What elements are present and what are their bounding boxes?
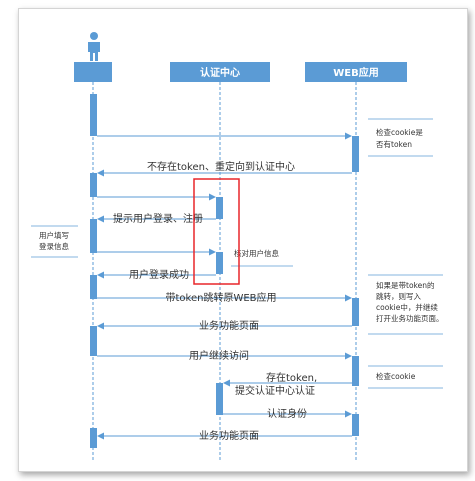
svg-text:跳转，则写入: 跳转，则写入 bbox=[376, 291, 421, 301]
auth-center-label: 认证中心 bbox=[200, 66, 240, 79]
auth-activation-bar bbox=[216, 383, 223, 415]
message-login-success: 用户登录成功 bbox=[129, 268, 189, 281]
message-prompt-login: 提示用户登录、注册 bbox=[113, 212, 203, 225]
auth-activation-bar bbox=[216, 252, 223, 274]
web-activation-bar bbox=[352, 136, 359, 172]
svg-text:检查cookie是: 检查cookie是 bbox=[376, 127, 423, 137]
user-activation-bar bbox=[90, 219, 97, 253]
user-activation-bar bbox=[90, 326, 97, 356]
message-redirect: 不存在token、重定向到认证中心 bbox=[147, 160, 295, 173]
note-user-fill-info: 用户填写 登录信息 bbox=[31, 225, 78, 258]
diagram-frame: 认证中心 WEB应用 不存在token、重定向到认证中心 提示用户登录、注册 用… bbox=[18, 8, 468, 472]
svg-text:用户填写: 用户填写 bbox=[39, 230, 69, 240]
svg-text:打开业务功能页面。: 打开业务功能页面。 bbox=[376, 313, 444, 323]
auth-activation-bar bbox=[216, 197, 223, 219]
message-continue-access: 用户继续访问 bbox=[189, 349, 249, 362]
web-app-participant-box bbox=[305, 62, 407, 82]
note-verify-user: 核对用户信息 bbox=[231, 248, 293, 267]
highlight-box bbox=[193, 178, 240, 285]
user-activation-bar bbox=[90, 428, 97, 448]
note-has-token: 如果是带token的 跳转，则写入 cookie中，并继续 打开业务功能页面。 bbox=[368, 274, 444, 335]
note-check-cookie: 检查cookie是 否有token bbox=[368, 118, 433, 157]
message-submit-auth: 提交认证中心认证 bbox=[235, 384, 315, 397]
auth-center-participant-box bbox=[170, 62, 270, 82]
svg-text:否有token: 否有token bbox=[376, 139, 412, 149]
message-redirect-with-token: 带token跳转原WEB应用 bbox=[165, 291, 276, 304]
svg-text:核对用户信息: 核对用户信息 bbox=[234, 248, 279, 258]
svg-text:检查cookie: 检查cookie bbox=[376, 371, 416, 381]
message-authenticate: 认证身份 bbox=[267, 407, 307, 420]
message-business-page: 业务功能页面 bbox=[199, 429, 259, 442]
user-actor-icon bbox=[88, 32, 100, 61]
message-token-exists: 存在token, bbox=[266, 371, 317, 384]
user-activation-bar bbox=[90, 94, 97, 136]
web-app-label: WEB应用 bbox=[333, 66, 378, 79]
web-activation-bar bbox=[352, 356, 359, 386]
web-activation-bar bbox=[352, 414, 359, 436]
user-activation-bar bbox=[90, 275, 97, 299]
message-business-page: 业务功能页面 bbox=[199, 319, 259, 332]
svg-text:登录信息: 登录信息 bbox=[39, 241, 69, 251]
svg-text:如果是带token的: 如果是带token的 bbox=[376, 280, 434, 290]
sequence-diagram: 认证中心 WEB应用 不存在token、重定向到认证中心 提示用户登录、注册 用… bbox=[31, 32, 444, 462]
web-activation-bar bbox=[352, 298, 359, 326]
note-check-cookie-2: 检查cookie bbox=[368, 365, 443, 389]
svg-text:cookie中，并继续: cookie中，并继续 bbox=[376, 302, 438, 312]
user-participant-box bbox=[74, 62, 112, 82]
user-activation-bar bbox=[90, 173, 97, 197]
